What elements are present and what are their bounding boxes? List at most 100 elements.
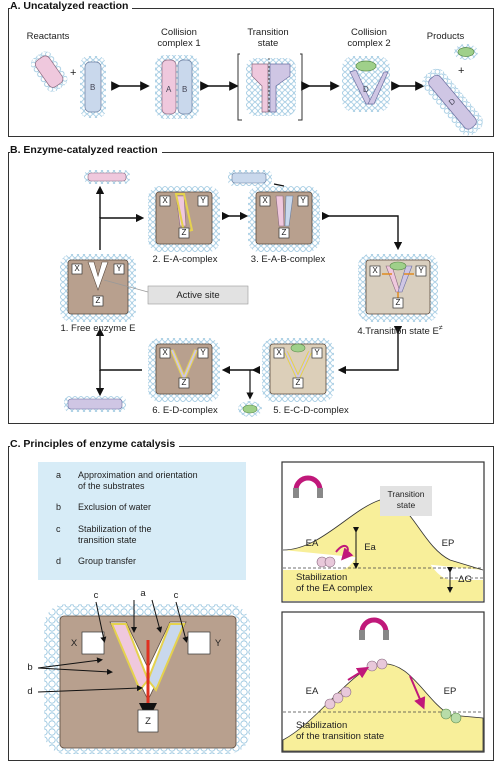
svg-text:D: D [363, 85, 369, 94]
principle-c-key: c [56, 524, 61, 534]
substrate-a-icon [84, 170, 130, 184]
arrow-b-3-4 [321, 211, 403, 251]
collision2-line2: complex 2 [347, 38, 391, 49]
label-ecd-complex: 5. E-C-D-complex [273, 405, 349, 416]
site-y-ed: Y [200, 348, 206, 357]
substrate-b-icon [228, 170, 272, 186]
energy-top-ea: EA [305, 538, 319, 549]
enzyme-transition-state [358, 254, 438, 322]
enzyme-eab-complex [248, 186, 320, 252]
energy-top-ep: EP [441, 538, 455, 549]
principle-b: b Exclusion of water [56, 502, 244, 514]
site-x-ed: X [162, 348, 168, 357]
site-x-ts: X [372, 266, 378, 275]
site-z-ts: Z [395, 298, 401, 307]
site-y-ts: Y [418, 266, 424, 275]
svg-text:D: D [447, 96, 457, 107]
active-site-label: Active site [176, 290, 220, 301]
transition-line1: Transition [247, 27, 289, 38]
label-collision-complex-2: Collision complex 2 [338, 27, 400, 49]
principle-d: d Group transfer [56, 556, 244, 568]
active-site-box [147, 285, 249, 305]
product-d-shape: D [422, 68, 483, 136]
energy-bottom-ea: EA [305, 686, 319, 697]
reactant-b-shape: B [80, 56, 106, 118]
panel-a-illustration: + B A B D + D [30, 44, 483, 136]
label-ed-complex: 6. E-D-complex [152, 405, 218, 416]
energy-top-ea-symbol: Ea [364, 542, 376, 553]
svg-text:B: B [182, 85, 187, 94]
site-x-free: X [74, 264, 80, 273]
principle-b-text: Exclusion of water [78, 502, 152, 512]
panel-c-title: C. Principles of enzyme catalysis [10, 438, 180, 450]
label-free-enzyme: 1. Free enzyme E [60, 323, 136, 334]
panel-a-title: A. Uncatalyzed reaction [10, 0, 133, 12]
collision-complex-2-shape: D [342, 56, 390, 112]
diagram-key-c2: c [173, 590, 179, 601]
product-c-shape [454, 44, 478, 60]
site-y-ecd: Y [314, 348, 320, 357]
label-reactants: Reactants [26, 31, 70, 42]
site-z-ed: Z [181, 378, 187, 387]
transition-line2: state [257, 38, 279, 49]
transition-state-shape [237, 53, 303, 121]
arrow-b-4-5 [337, 325, 403, 375]
collision-complex-1-shape: A B [155, 55, 199, 119]
active-site-pointer [103, 279, 149, 293]
diagram-key-d: d [27, 686, 33, 697]
label-transition-state-e: 4.Transition state E≠ [340, 323, 460, 337]
panel-b-illustration [60, 170, 438, 417]
diagram-site-x: X [70, 638, 78, 649]
diagram-key-a: a [140, 588, 146, 599]
principle-a-key: a [56, 470, 62, 480]
panel-b-title: B. Enzyme-catalyzed reaction [10, 144, 162, 156]
energy-bottom-ep: EP [443, 686, 457, 697]
label-transition-state: Transition state [240, 27, 296, 49]
site-z-ea: Z [181, 228, 187, 237]
diagram-key-c1: c [93, 590, 99, 601]
transition-state-sup: ≠ [438, 325, 443, 332]
reactant-a-shape [30, 51, 68, 92]
principle-d-text: Group transfer [78, 556, 137, 566]
site-x-ecd: X [276, 348, 282, 357]
plus-sign-a: + [70, 67, 76, 79]
product-c-icon [238, 401, 262, 417]
site-y-free: Y [116, 264, 122, 273]
svg-text:A: A [166, 85, 172, 94]
collision1-line1: Collision [161, 27, 197, 38]
label-products: Products [426, 31, 465, 42]
label-ea-complex: 2. E-A-complex [152, 254, 218, 265]
site-x-eab: X [262, 196, 268, 205]
transition-state-e-text: 4.Transition state E [357, 326, 439, 338]
collision2-line1: Collision [351, 27, 387, 38]
site-z-free: Z [95, 296, 101, 305]
site-z-eab: Z [281, 228, 287, 237]
enzyme-ed-complex [148, 338, 220, 402]
arrow-b-3-b [273, 183, 285, 187]
diagram-key-b: b [27, 662, 33, 673]
site-y-ea: Y [200, 196, 206, 205]
principle-d-key: d [56, 556, 62, 566]
plus-sign-b: + [458, 65, 464, 77]
energy-top-dg-symbol: ΔG [458, 574, 472, 585]
enzyme-ecd-complex [262, 338, 334, 402]
diagram-site-y: Y [214, 638, 222, 649]
enzyme-free [60, 254, 136, 322]
site-z-ecd: Z [295, 378, 301, 387]
collision1-line2: complex 1 [157, 38, 201, 49]
diagram-site-z: Z [145, 716, 151, 727]
label-collision-complex-1: Collision complex 1 [148, 27, 210, 49]
site-y-eab: Y [300, 196, 306, 205]
product-d-icon [64, 396, 126, 412]
enzyme-ea-complex [148, 186, 220, 252]
site-x-ea: X [162, 196, 168, 205]
label-eab-complex: 3. E-A-B-complex [250, 254, 326, 265]
